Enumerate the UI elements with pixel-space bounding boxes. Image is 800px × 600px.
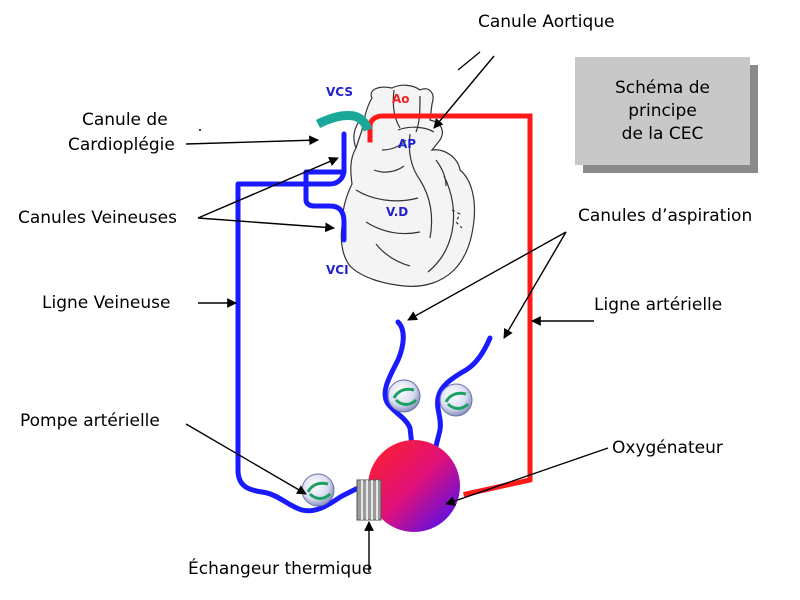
suction-lines [382,319,493,449]
label-pompe-arterielle: Pompe artérielle [20,411,160,431]
suction-pump-left [387,379,421,413]
label-ligne-veineuse: Ligne Veineuse [42,293,170,313]
label-echangeur-thermique: Échangeur thermique [188,557,372,579]
label-oxygenateur: Oxygénateur [612,438,723,458]
label-canule-cardioplegie-1: Canule de [82,110,168,130]
label-canules-aspiration: Canules d’aspiration [578,206,752,226]
cardioplegia-cannula [315,111,373,132]
venous-line [235,131,361,514]
heart-label-ap: AP [398,137,416,151]
label-ligne-arterielle: Ligne artérielle [594,295,722,315]
heart-label-vci: VCI [326,263,349,277]
title-line-2: principe [628,100,697,121]
heart-label-vd: V.D [386,205,408,219]
deco-dot [199,129,201,131]
title-line-1: Schéma de [614,77,710,98]
title-line-3: de la CEC [621,123,704,144]
label-canule-aortique: Canule Aortique [478,12,615,32]
title-box: Schéma de principe de la CEC [575,57,750,165]
leader-arrows [185,55,609,572]
label-canules-veineuses: Canules Veineuses [18,208,177,228]
oxygenator [368,440,460,532]
arterial-pump [301,473,335,507]
heat-exchanger [356,479,382,521]
heart-label-ao: Ao [392,92,410,106]
suction-pump-right [439,383,473,417]
heart-illustration [340,84,476,287]
label-canule-cardioplegie-2: Cardioplégie [68,135,175,155]
deco-stroke [457,51,481,71]
heart-label-vcs: VCS [326,85,353,99]
